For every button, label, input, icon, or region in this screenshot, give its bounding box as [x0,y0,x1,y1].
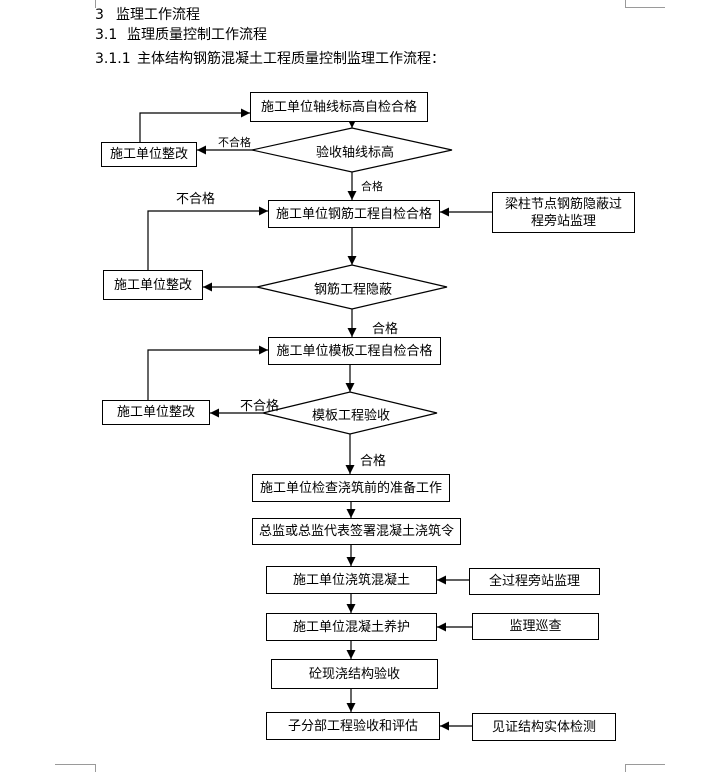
heading-text: 主体结构钢筋混凝土工程质量控制监理工作流程： [137,51,445,67]
label-fail-3: 不合格 [240,399,280,414]
heading-number: 3.1 [95,27,118,43]
step-pre-pour-inspection: 施工单位检查浇筑前的准备工作 [252,474,450,502]
label-fail-2: 不合格 [176,192,216,207]
decision-diamond-rebar [256,264,448,310]
crop-mark-top-right-h [625,7,665,8]
heading-number: 3.1.1 [95,51,131,67]
decision-text-rebar: 钢筋工程隐蔽 [313,282,393,298]
side-full-process-supervision: 全过程旁站监理 [469,568,600,595]
side-joint-rebar-supervision: 梁柱节点钢筋隐蔽过程旁站监理 [492,192,635,233]
crop-mark-bottom-left-v [95,764,96,772]
heading-level-3: 3.1.1 主体结构钢筋混凝土工程质量控制监理工作流程： [95,48,445,68]
rectify-box-1: 施工单位整改 [101,142,197,167]
decision-text-formwork: 模板工程验收 [311,408,391,424]
crop-mark-bottom-right-v [625,764,626,772]
heading-number: 3 [95,7,104,23]
crop-mark-top-right-v [625,0,626,8]
step-formwork-self-check: 施工单位模板工程自检合格 [268,337,441,365]
decision-text-axis: 验收轴线标高 [315,145,395,161]
heading-text: 监理质量控制工作流程 [127,27,267,43]
side-supervision-patrol: 监理巡查 [472,613,599,640]
label-pass-2: 合格 [372,322,399,337]
step-cast-in-place-acceptance: 砼现浇结构验收 [271,659,438,689]
step-pour-concrete: 施工单位浇筑混凝土 [266,566,437,594]
heading-text: 监理工作流程 [116,7,200,23]
rectify-box-2: 施工单位整改 [103,270,203,300]
label-fail-1: 不合格 [218,136,251,149]
crop-mark-bottom-left-h [55,764,95,765]
rectify-box-3: 施工单位整改 [102,400,210,425]
label-pass-3: 合格 [360,454,387,469]
step-axis-elevation-self-check: 施工单位轴线标高自检合格 [250,92,428,122]
crop-mark-bottom-right-h [625,764,665,765]
step-concrete-curing: 施工单位混凝土养护 [266,613,437,641]
decision-diamond-axis [251,127,453,173]
decision-diamond-formwork [262,391,438,435]
crop-mark-top-left-v [95,0,96,8]
heading-level-1: 3 监理工作流程 [95,4,200,24]
side-witness-entity-testing: 见证结构实体检测 [472,713,616,741]
label-pass-1: 合格 [361,180,383,193]
step-pour-order: 总监或总监代表签署混凝土浇筑令 [252,518,461,545]
step-sub-division-acceptance: 子分部工程验收和评估 [266,712,440,740]
heading-level-2: 3.1 监理质量控制工作流程 [95,24,267,44]
step-rebar-self-check: 施工单位钢筋工程自检合格 [268,200,440,228]
